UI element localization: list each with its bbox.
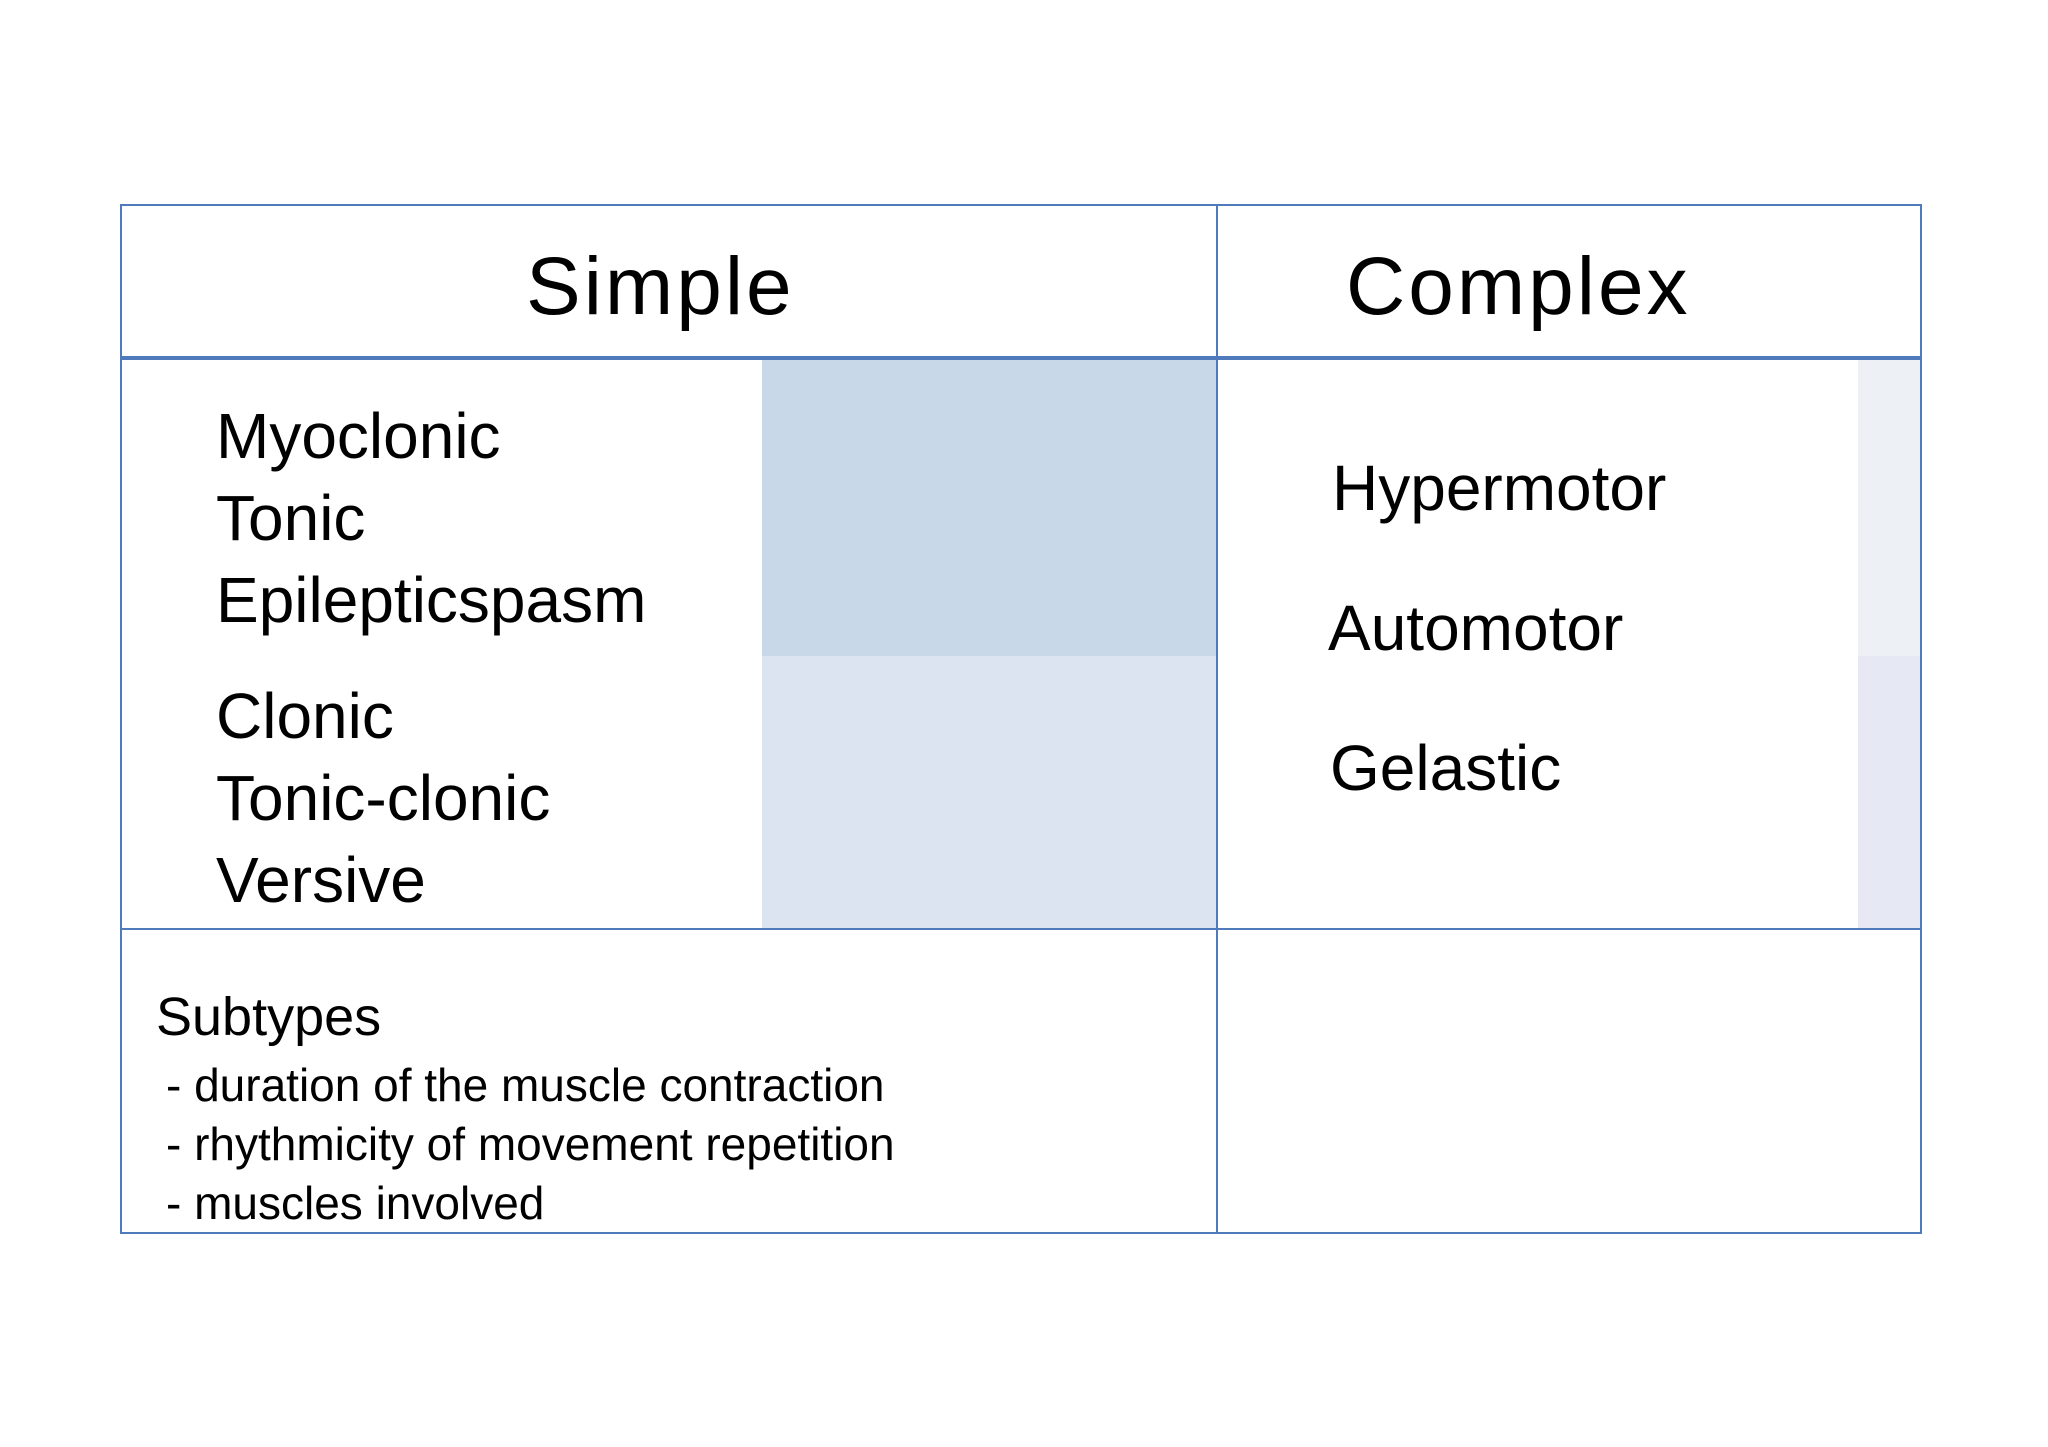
simple-upper-shade: [762, 360, 1216, 656]
simple-item: Epilepticspasm: [216, 564, 647, 636]
header-complex: Complex: [1346, 241, 1691, 332]
simple-item: Tonic-clonic: [216, 762, 551, 834]
subtypes-title: Subtypes: [156, 987, 382, 1047]
column-divider: [1216, 206, 1218, 1232]
simple-item: Myoclonic: [216, 400, 501, 472]
subtypes-line: - muscles involved: [166, 1177, 545, 1229]
subtypes-line: - rhythmicity of movement repetition: [166, 1118, 895, 1170]
complex-item: Automotor: [1328, 592, 1624, 664]
header-simple: Simple: [526, 241, 795, 332]
classification-table: Simple Complex Myoclonic Tonic Epileptic…: [120, 204, 1922, 1234]
complex-lower-shade: [1858, 656, 1920, 928]
complex-subtypes-cell: [1218, 930, 1920, 1232]
simple-item: Clonic: [216, 680, 394, 752]
simple-lower-shade: [762, 656, 1216, 928]
complex-item: Gelastic: [1330, 732, 1562, 804]
complex-item: Hypermotor: [1332, 452, 1667, 524]
subtypes-line: - duration of the muscle contraction: [166, 1059, 885, 1111]
simple-item: Tonic: [216, 482, 366, 554]
simple-item: Versive: [216, 844, 426, 916]
header-divider: [122, 356, 1920, 360]
body-divider: [122, 928, 1920, 930]
complex-upper-shade: [1858, 360, 1920, 656]
